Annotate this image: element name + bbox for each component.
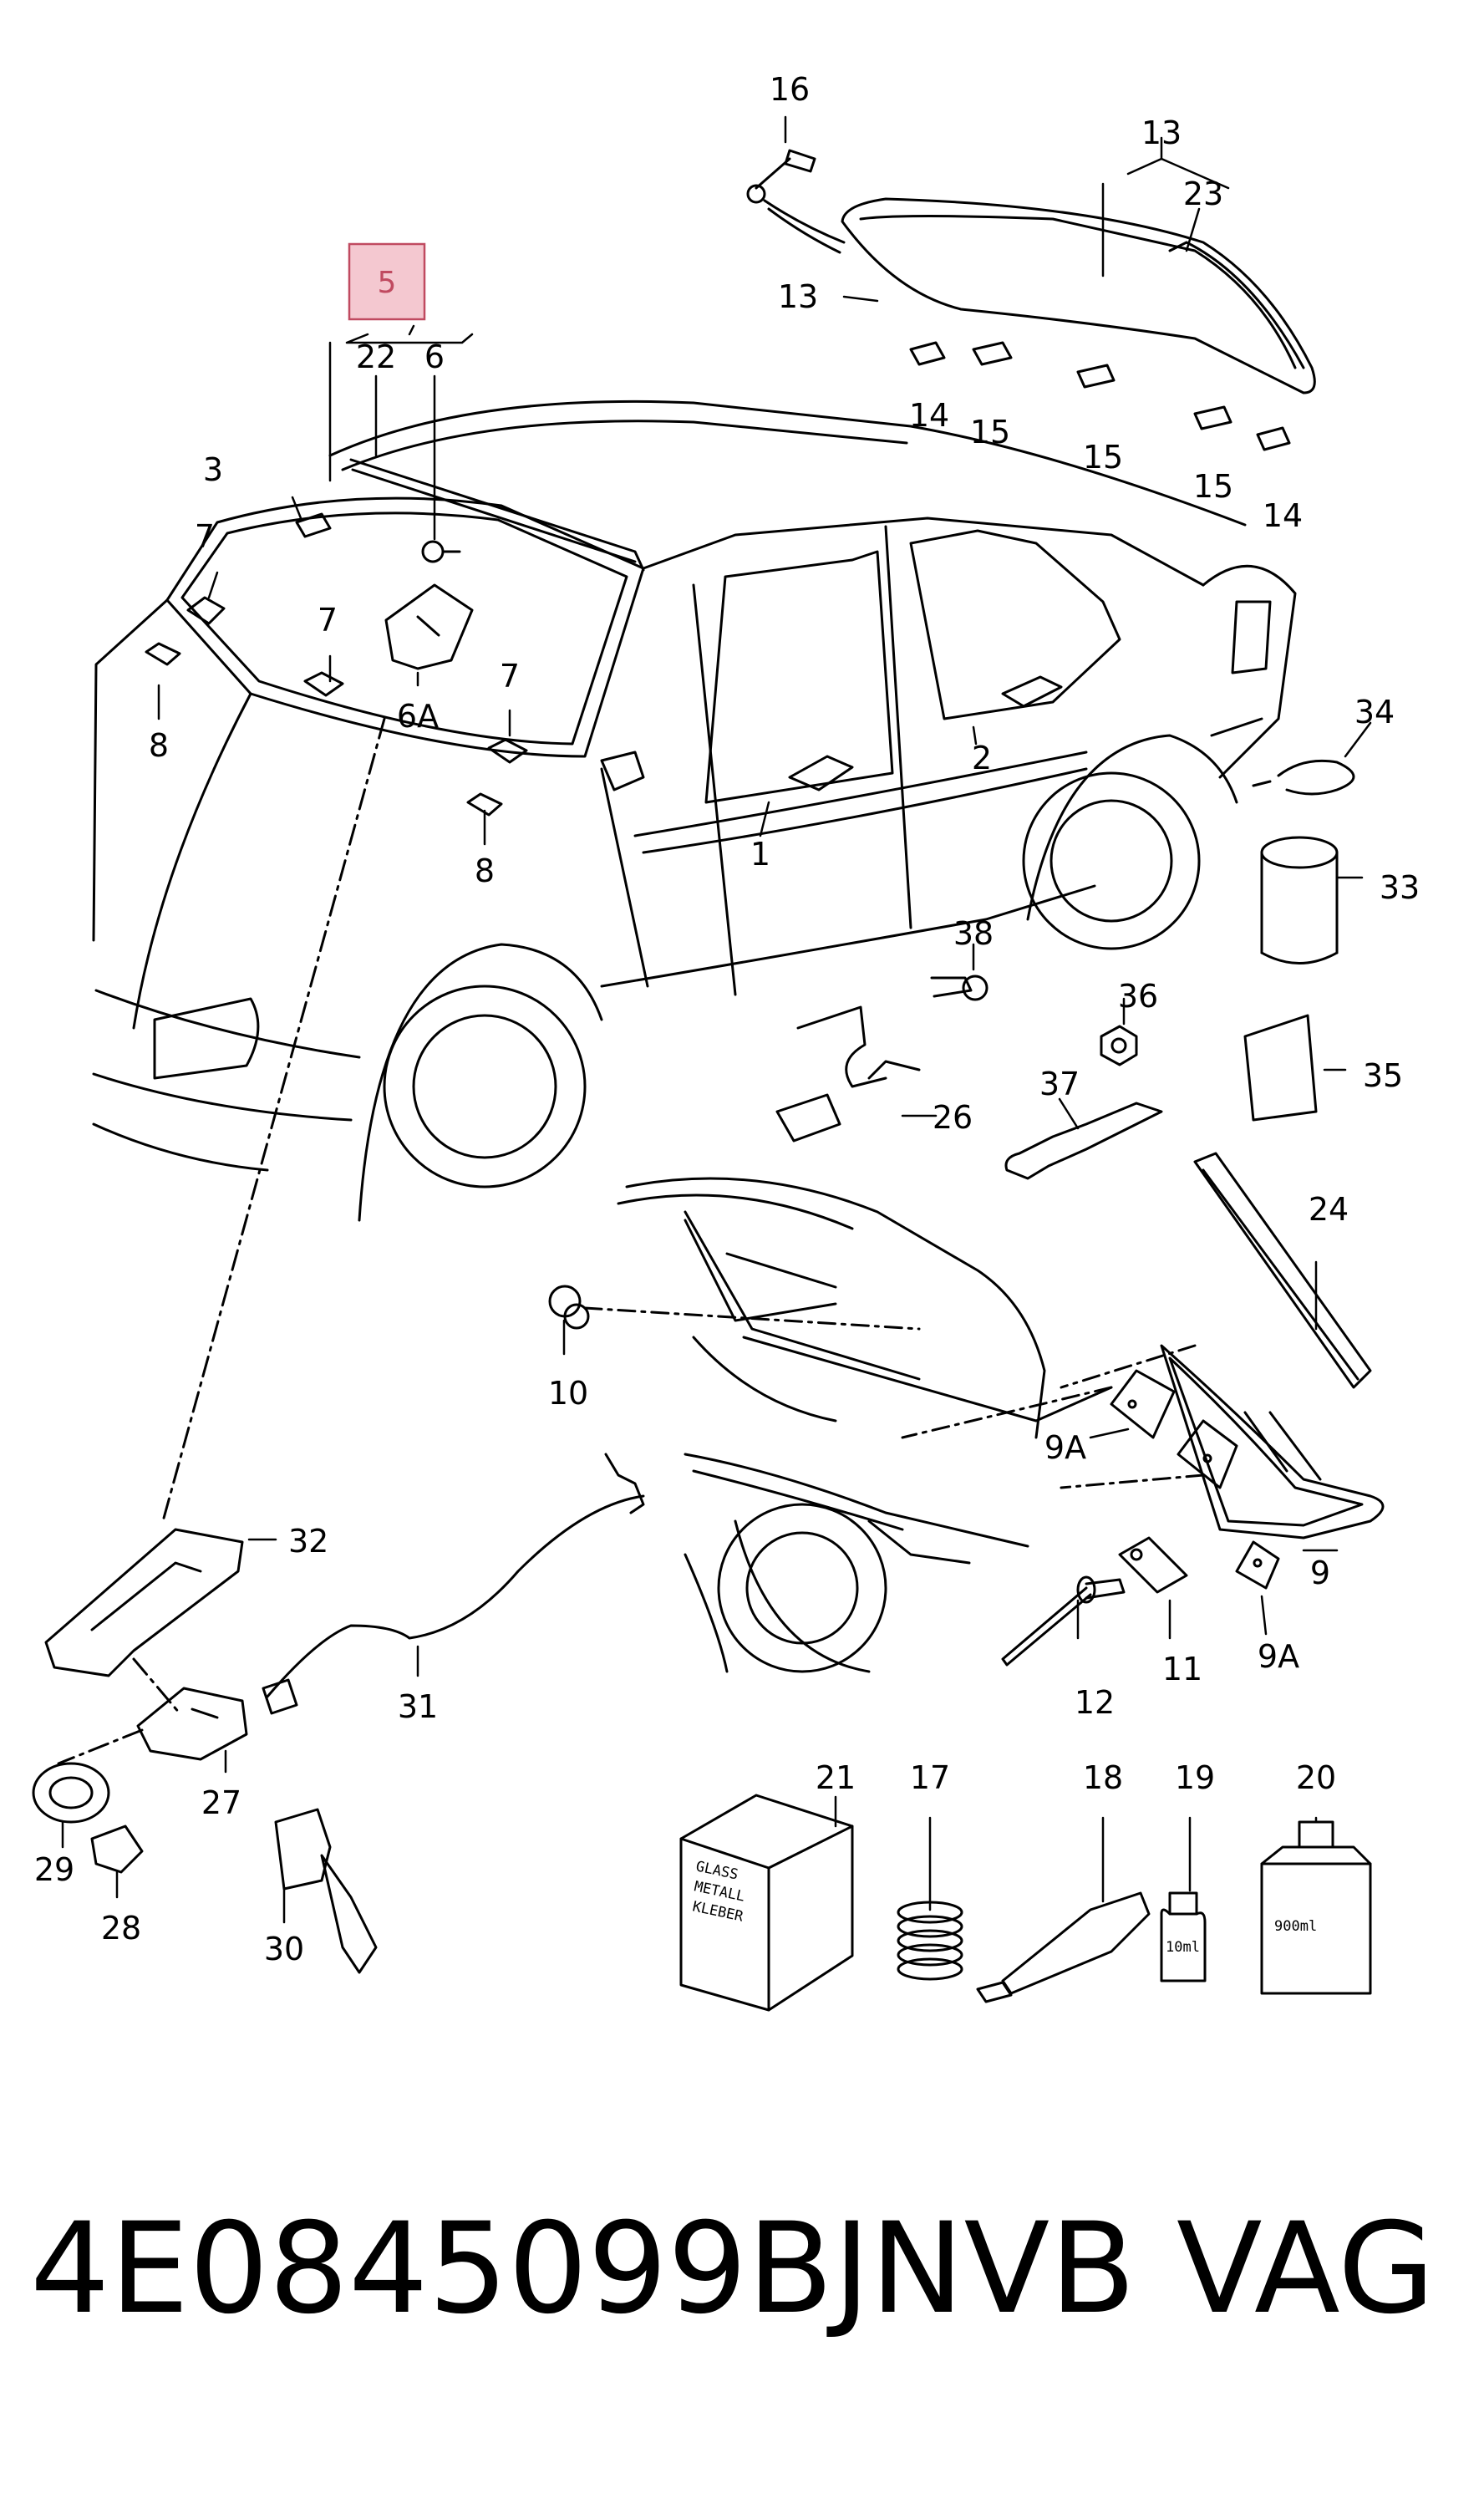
callout-34: 34 — [1354, 694, 1395, 730]
exploded-parts-diagram: 5 GLASS METALL KLEBER 10ml 900ml 22 6 3 … — [32, 71, 1420, 2012]
callout-35: 35 — [1363, 1057, 1403, 1094]
part-number-caption: 4E0845099BJNVB VAG — [0, 2190, 1484, 2349]
callout-30: 30 — [264, 1931, 304, 1967]
callout-7-c: 7 — [500, 658, 520, 695]
highlight-box — [348, 242, 426, 321]
brand-label: VAG — [1177, 2196, 1436, 2342]
callout-18: 18 — [1083, 1759, 1123, 1796]
callout-10: 10 — [548, 1375, 588, 1412]
callout-38: 38 — [953, 915, 994, 952]
large-bottle-label: 900ml — [1274, 1918, 1317, 1935]
callout-9A-b: 9A — [1258, 1638, 1299, 1675]
callout-27: 27 — [201, 1784, 241, 1821]
callout-2: 2 — [972, 740, 992, 776]
hardware-right-column — [583, 759, 1372, 1489]
rear-quarter-detail — [548, 1177, 1385, 1673]
callout-9: 9 — [1310, 1555, 1330, 1591]
callout-14-a: 14 — [909, 397, 949, 434]
callout-7-b: 7 — [318, 602, 338, 639]
callout-7-a: 7 — [195, 518, 215, 555]
callout-22: 22 — [356, 338, 396, 375]
callout-28: 28 — [101, 1910, 141, 1947]
part-number: 4E0845099BJNVB — [30, 2196, 1136, 2342]
callout-8-b: 8 — [475, 852, 495, 889]
callout-1: 1 — [750, 836, 770, 873]
callout-8-a: 8 — [149, 727, 169, 764]
rear-window-assembly — [746, 149, 1316, 451]
callout-17: 17 — [910, 1759, 950, 1796]
sensor-assembly — [32, 717, 645, 1974]
callout-21: 21 — [816, 1759, 856, 1796]
callout-20: 20 — [1296, 1759, 1336, 1796]
callout-6A: 6A — [397, 698, 439, 735]
callout-3: 3 — [203, 451, 223, 488]
callout-5: 5 — [378, 266, 397, 300]
callout-24: 24 — [1309, 1191, 1349, 1228]
callout-15-a: 15 — [970, 414, 1010, 450]
windshield-hardware — [145, 458, 645, 817]
callout-32: 32 — [288, 1523, 328, 1560]
callout-15-b: 15 — [1083, 439, 1123, 476]
callout-14-b: 14 — [1263, 497, 1303, 534]
callout-23: 23 — [1183, 176, 1223, 212]
callout-13-top: 13 — [1141, 115, 1182, 151]
callout-37: 37 — [1039, 1066, 1080, 1102]
callout-leaders — [61, 115, 1372, 1924]
callout-19: 19 — [1175, 1759, 1215, 1796]
callout-9A-a: 9A — [1044, 1429, 1086, 1466]
callout-13-left: 13 — [778, 278, 818, 315]
small-bottle-label: 10ml — [1166, 1939, 1200, 1956]
rivet-and-plate — [1001, 1536, 1188, 1667]
callout-36: 36 — [1118, 978, 1158, 1015]
consumables-row — [679, 1794, 1372, 2012]
callout-6: 6 — [424, 338, 445, 375]
car-body-outline — [92, 400, 1297, 1222]
callout-16: 16 — [770, 71, 810, 108]
callout-31: 31 — [398, 1688, 438, 1725]
callout-15-c: 15 — [1193, 468, 1233, 505]
callout-11: 11 — [1162, 1651, 1202, 1687]
callout-numbers: 22 6 3 7 7 7 6A 8 8 16 13 23 13 14 15 15… — [34, 71, 1420, 1967]
door-glass-channels — [788, 675, 1063, 791]
callout-12: 12 — [1075, 1684, 1115, 1721]
callout-29: 29 — [34, 1851, 74, 1888]
callout-33: 33 — [1380, 869, 1420, 906]
callout-26: 26 — [933, 1099, 973, 1136]
